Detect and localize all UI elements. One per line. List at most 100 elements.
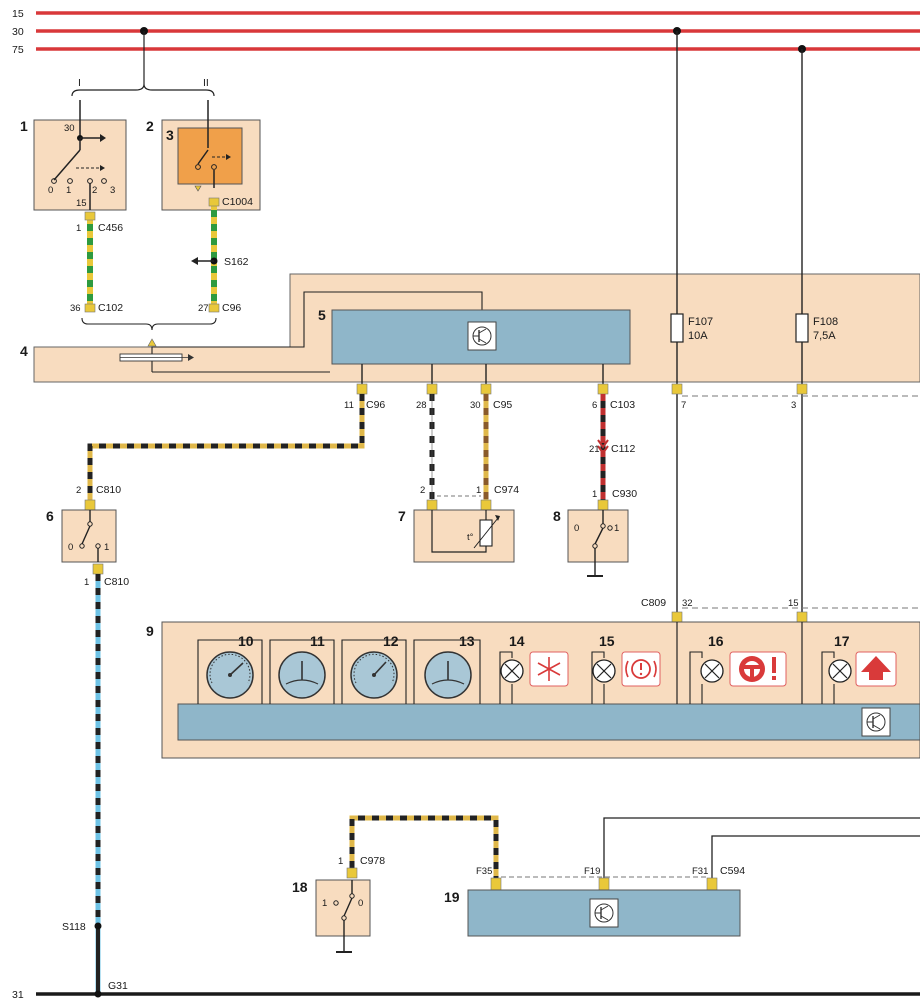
s162-label: S162	[224, 256, 249, 268]
f108-pin: 3	[791, 400, 796, 411]
switch6-pos-0: 0	[68, 542, 73, 553]
c974-pin2: 1	[476, 485, 481, 496]
fuse-f107-label: F107	[688, 316, 713, 328]
c102-label: C102	[98, 302, 123, 314]
pressure-gauge-icon	[206, 651, 254, 699]
c112-label: C112	[611, 443, 635, 455]
switch-18: 1 0	[315, 879, 371, 953]
switch8-pos-0: 0	[574, 523, 579, 534]
connector-tabs-c594	[490, 877, 718, 891]
switch18-pos-0: 0	[358, 898, 363, 909]
rail-31: 31	[12, 989, 920, 1001]
speedometer-icon	[350, 651, 398, 699]
ignition-switch: 30 15 0 1 2 3	[33, 100, 127, 211]
c594-label: C594	[720, 865, 745, 877]
switch-8: 0 1	[567, 509, 629, 577]
component-15-number: 15	[599, 633, 615, 649]
shift-up-icon	[855, 651, 897, 687]
component-10-number: 10	[238, 633, 254, 649]
component-17-number: 17	[834, 633, 850, 649]
g31-label: G31	[108, 980, 128, 992]
c974-pin1: 2	[420, 485, 425, 496]
lamp-15	[592, 659, 616, 683]
f107-pin: 7	[681, 400, 686, 411]
wire-c978-f35	[349, 815, 499, 878]
c810a-label: C810	[96, 484, 121, 496]
range-II-label: II	[203, 77, 209, 89]
temperature-gauge-icon	[424, 651, 472, 699]
fuel-gauge-icon	[278, 651, 326, 699]
rail-15: 15	[12, 8, 920, 20]
c456-pin: 1	[76, 223, 81, 234]
control-module-19	[467, 889, 741, 937]
switch1-pos-0: 0	[48, 185, 53, 196]
fuse-f108-rating: 7,5A	[813, 330, 836, 342]
switch6-pos-1: 1	[104, 542, 109, 553]
sensor-t-symbol: t°	[467, 532, 474, 543]
c930-pin: 1	[592, 489, 597, 500]
c809-pin2: 15	[788, 598, 799, 609]
steering-warning-icon	[729, 651, 787, 687]
fuse-f107-rating: 10A	[688, 330, 708, 342]
c809-pin1: 32	[682, 598, 693, 609]
connector-tabs-row2	[84, 499, 609, 511]
transistor-icon	[467, 321, 497, 351]
component-5-number: 5	[318, 307, 326, 323]
switch1-pin-30: 30	[64, 123, 75, 134]
rail-30: 30	[12, 26, 920, 38]
s118-label: S118	[62, 921, 86, 933]
connector-tabs-c809	[671, 611, 808, 623]
temperature-sensor-7: t°	[413, 509, 515, 563]
wire-c96-c810	[87, 394, 365, 500]
connector-tabs-box	[356, 383, 808, 395]
f31-label: F31	[692, 866, 708, 877]
switch1-pos-2: 2	[92, 185, 97, 196]
rail-30-label: 30	[12, 26, 24, 38]
component-4-number: 4	[20, 343, 28, 359]
component-14-number: 14	[509, 633, 525, 649]
component-11-number: 11	[310, 633, 325, 649]
transistor-icon	[589, 898, 619, 928]
c95-pin1: 28	[416, 400, 427, 411]
switch1-pos-3: 3	[110, 185, 115, 196]
f35-label: F35	[476, 866, 492, 877]
ground-g31	[94, 990, 102, 998]
c95-label: C95	[493, 399, 512, 411]
rail-15-label: 15	[12, 8, 24, 20]
component-3-number: 3	[166, 127, 174, 143]
c810b-label: C810	[104, 576, 129, 588]
c103-label: C103	[610, 399, 635, 411]
c810b-pin: 1	[84, 577, 89, 588]
switch-6: 0 1	[61, 509, 117, 563]
splice-s118	[94, 922, 102, 930]
c456-label: C456	[98, 222, 123, 234]
c978-label: C978	[360, 855, 385, 867]
f19-label: F19	[584, 866, 600, 877]
c96b-pin: 11	[344, 400, 354, 411]
rail-31-label: 31	[12, 989, 24, 1001]
wire-c456-c102	[87, 220, 93, 304]
brake-warning-icon	[621, 651, 661, 687]
c96a-label: C96	[222, 302, 241, 314]
fuse-f108	[795, 313, 809, 343]
c810a-pin: 2	[76, 485, 81, 496]
lamp-16	[700, 659, 724, 683]
transistor-icon	[861, 707, 891, 737]
component-18-number: 18	[292, 879, 308, 895]
c96a-pin: 27	[198, 303, 209, 314]
c930-label: C930	[612, 488, 637, 500]
range-I-label: I	[78, 77, 81, 89]
component-16-number: 16	[708, 633, 724, 649]
component-13-number: 13	[459, 633, 475, 649]
lamp-17	[828, 659, 852, 683]
rail-75-label: 75	[12, 44, 24, 56]
c1004-label: C1004	[222, 196, 253, 208]
component-1-number: 1	[20, 118, 28, 134]
component-7-number: 7	[398, 508, 406, 524]
ignition-bracket	[71, 31, 215, 97]
component-9-number: 9	[146, 623, 154, 639]
component-6-number: 6	[46, 508, 54, 524]
c809-label: C809	[641, 597, 666, 609]
c96b-label: C96	[366, 399, 385, 411]
